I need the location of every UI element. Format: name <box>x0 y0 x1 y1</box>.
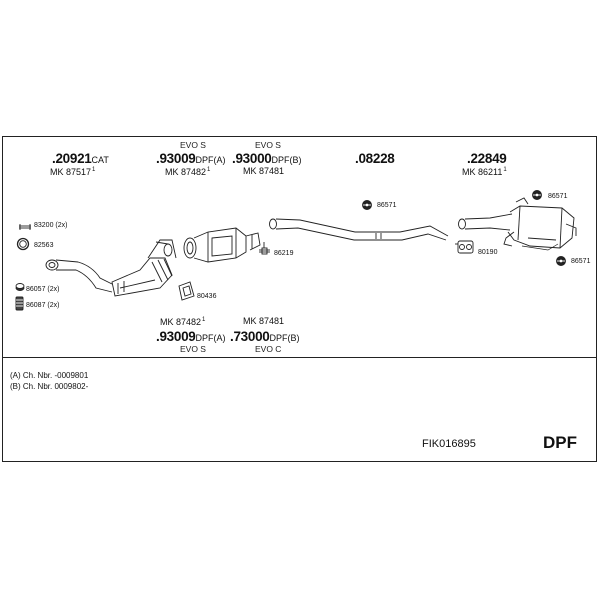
gasket-80436-icon <box>178 281 195 301</box>
mk-number-dpf-b: MK 87481 <box>243 166 285 176</box>
ring-82563-icon <box>16 237 30 251</box>
part-number-cat: .20921CAT <box>52 151 109 166</box>
spring-86087-icon <box>15 296 24 311</box>
callout-86219: 86219 <box>274 250 294 257</box>
part-number-dpf-b: .93000DPF(B) <box>232 151 302 166</box>
dpf-badge: DPF <box>543 433 577 452</box>
rubber-mount-80190-icon <box>455 240 474 254</box>
evo-label-dpf-b: EVO S <box>255 140 281 150</box>
callout-80190: 80190 <box>478 249 498 256</box>
evo-label-dpf-a: EVO S <box>180 140 206 150</box>
dpf-filter-icon <box>183 227 261 263</box>
chassis-note-b: (B) Ch. Nbr. 0009802- <box>10 382 89 391</box>
mk-number-dpf-a: MK 874821 <box>165 167 211 177</box>
hanger-86571-top-icon <box>532 190 542 200</box>
kit-code: FIK016895 <box>422 438 476 450</box>
mk-number-rear-silencer: MK 862111 <box>462 167 507 177</box>
callout-86087: 86087 (2x) <box>26 302 60 309</box>
hanger-86571-right-icon <box>556 256 566 266</box>
callout-86057: 86057 (2x) <box>26 286 60 293</box>
callout-80436: 80436 <box>197 293 217 300</box>
evo-label-dpf-c-bottom: EVO C <box>255 344 282 354</box>
clamp-83200-icon <box>19 224 31 230</box>
section-divider <box>2 357 597 358</box>
chassis-note-a: (A) Ch. Nbr. -0009801 <box>10 371 89 380</box>
nut-86057-icon <box>15 283 25 291</box>
callout-86571-right: 86571 <box>571 258 591 265</box>
part-number-middle-pipe: .08228 <box>355 151 395 166</box>
callout-82563: 82563 <box>34 242 54 249</box>
bracket-86219-icon <box>259 242 270 255</box>
catalytic-converter-icon <box>45 239 177 297</box>
evo-label-dpf-a-bottom: EVO S <box>180 344 206 354</box>
hanger-86571-middle-icon <box>362 200 372 210</box>
mk-number-dpf-b-bottom: MK 87481 <box>243 316 285 326</box>
middle-pipe-icon <box>269 218 449 241</box>
diagram-frame <box>2 136 597 462</box>
mk-number-dpf-a-bottom: MK 874821 <box>160 317 206 327</box>
mk-number-cat: MK 875171 <box>50 167 96 177</box>
part-number-dpf-a-bottom: .93009DPF(A) <box>156 329 226 344</box>
part-number-rear-silencer: .22849 <box>467 151 507 166</box>
rear-silencer-icon <box>458 197 577 251</box>
callout-86571-top: 86571 <box>548 193 568 200</box>
part-number-dpf-c-bottom: .73000DPF(B) <box>230 329 300 344</box>
callout-83200: 83200 (2x) <box>34 222 68 229</box>
part-number-dpf-a: .93009DPF(A) <box>156 151 226 166</box>
callout-86571-middle: 86571 <box>377 202 397 209</box>
